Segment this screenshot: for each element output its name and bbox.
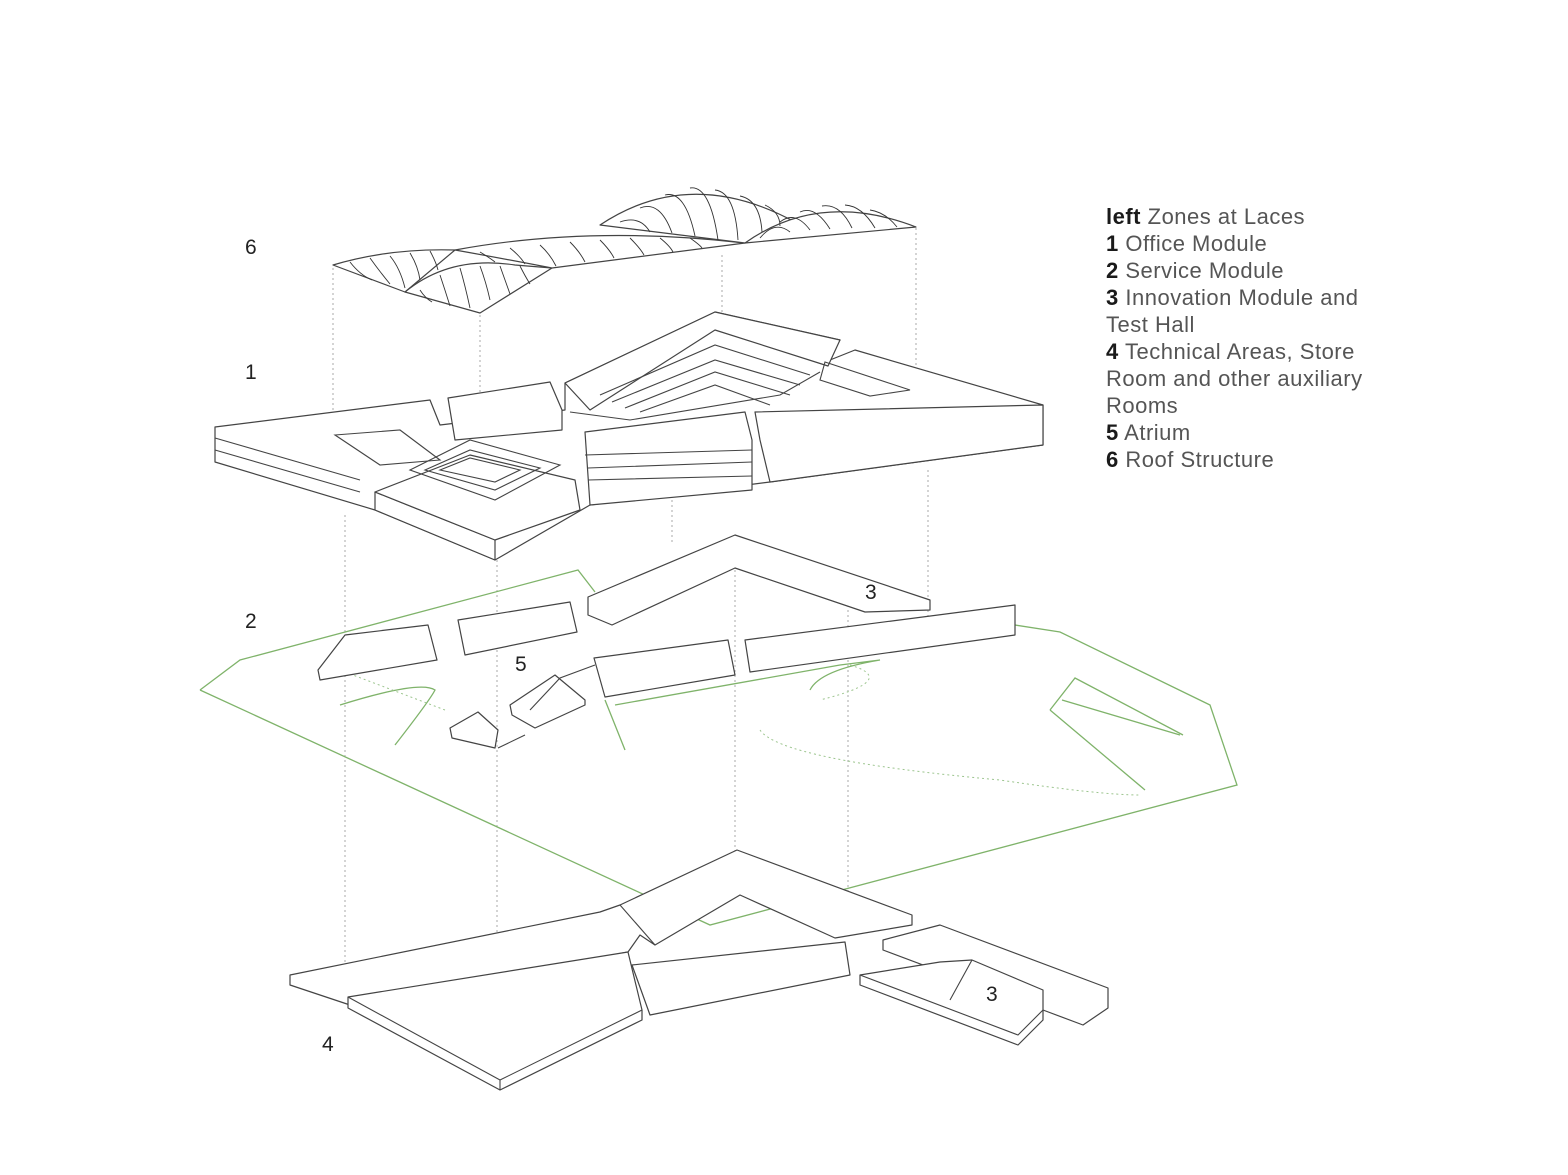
legend-item: 3 Innovation Module and — [1106, 284, 1363, 311]
legend-item: 5 Atrium — [1106, 419, 1363, 446]
legend-num: 6 — [1106, 447, 1119, 472]
technical-areas — [289, 849, 913, 1091]
legend-label: Innovation Module and — [1125, 285, 1359, 310]
office-module — [214, 311, 1044, 561]
legend-item: 4 Technical Areas, Store — [1106, 338, 1363, 365]
service-module — [317, 534, 1016, 749]
legend-item: 1 Office Module — [1106, 230, 1363, 257]
label-innovation-upper: 3 — [865, 581, 877, 604]
legend-label: Rooms — [1106, 393, 1179, 418]
label-atrium: 5 — [515, 653, 527, 676]
label-service-module: 2 — [245, 610, 257, 633]
label-innovation-lower: 3 — [986, 983, 998, 1006]
legend-label: Roof Structure — [1125, 447, 1275, 472]
legend-item: 2 Service Module — [1106, 257, 1363, 284]
legend: left Zones at Laces 1 Office Module 2 Se… — [1106, 203, 1363, 473]
legend-item: 6 Roof Structure — [1106, 446, 1363, 473]
legend-label: Atrium — [1124, 420, 1191, 445]
legend-label: Test Hall — [1106, 312, 1195, 337]
roof-structure — [332, 187, 917, 314]
legend-num: 5 — [1106, 420, 1119, 445]
legend-item: Test Hall — [1106, 311, 1363, 338]
legend-heading-text: Zones at Laces — [1147, 204, 1306, 229]
legend-heading-bold: left — [1106, 204, 1141, 229]
legend-label: Office Module — [1125, 231, 1268, 256]
legend-item: Rooms — [1106, 392, 1363, 419]
legend-label: Technical Areas, Store — [1124, 339, 1355, 364]
legend-label: Room and other auxiliary — [1106, 366, 1363, 391]
legend-item: Room and other auxiliary — [1106, 365, 1363, 392]
legend-num: 1 — [1106, 231, 1119, 256]
label-office-module: 1 — [245, 361, 257, 384]
label-roof-structure: 6 — [245, 236, 257, 259]
legend-heading: left Zones at Laces — [1106, 203, 1363, 230]
legend-num: 2 — [1106, 258, 1119, 283]
innovation-module-lower — [859, 924, 1109, 1046]
legend-num: 4 — [1106, 339, 1119, 364]
legend-label: Service Module — [1125, 258, 1285, 283]
site-outline — [199, 569, 1238, 926]
legend-num: 3 — [1106, 285, 1119, 310]
label-technical-areas: 4 — [322, 1033, 334, 1056]
